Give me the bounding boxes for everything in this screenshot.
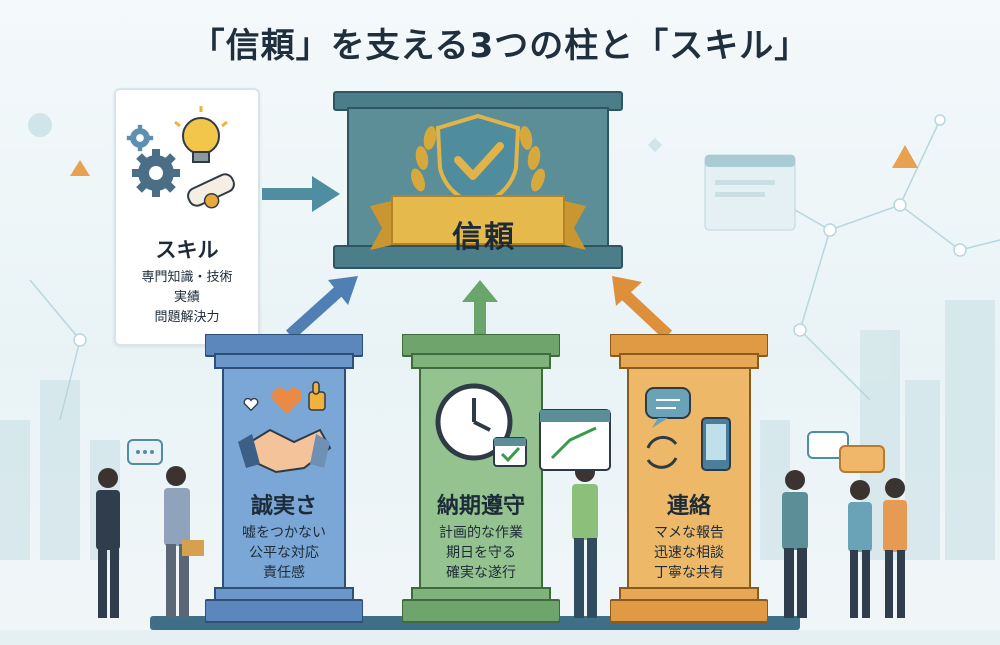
skill-card: スキル 専門知識・技術 実績 問題解決力 <box>114 88 260 346</box>
pillar-deadline <box>402 334 560 623</box>
pillar-honesty <box>205 334 363 623</box>
person-right-3 <box>883 478 907 618</box>
smartphone-icon <box>701 417 731 471</box>
pillar-communication-item-1: マメな報告 <box>654 525 724 541</box>
pillar-communication-item-3: 丁寧な共有 <box>654 565 724 581</box>
trust-monument <box>333 91 623 269</box>
gear-icon <box>132 149 180 197</box>
trust-banner <box>370 195 586 250</box>
arrow-skill-to-trust <box>262 176 340 212</box>
pillar-deadline-item-1: 計画的な作業 <box>439 525 523 541</box>
handshake-icon <box>238 428 332 474</box>
calendar-check-icon <box>493 437 527 467</box>
chat-bubble-icon <box>645 387 691 428</box>
heart-icon <box>271 387 303 414</box>
arrow-pillar2-to-trust <box>462 280 498 336</box>
clock-icon <box>435 383 513 461</box>
chat-bubble-icon <box>127 439 163 465</box>
lightbulb-icon <box>174 106 228 163</box>
trust-label: 信頼 <box>452 220 516 255</box>
person-left-2 <box>164 466 204 618</box>
pillar-deadline-title: 納期遵守 <box>436 494 525 519</box>
skill-item-2: 実績 <box>173 290 200 305</box>
skill-icons <box>126 106 235 209</box>
skill-item-1: 専門知識・技術 <box>141 270 233 285</box>
pillar-communication-item-2: 迅速な相談 <box>654 545 724 561</box>
laurel-icon <box>411 126 545 192</box>
gear-icon <box>126 124 154 152</box>
arrow-pillar1-to-trust <box>285 276 358 340</box>
thumbs-up-icon <box>308 381 326 411</box>
sync-arrows-icon <box>646 435 678 469</box>
pillar-communication-title: 連絡 <box>666 494 711 519</box>
pillar-communication <box>610 334 768 623</box>
person-right-1 <box>782 470 808 618</box>
person-right-2 <box>848 480 872 618</box>
chat-bubble-icon <box>807 431 885 473</box>
calendar-icon <box>539 409 611 471</box>
person-left-1 <box>96 468 120 618</box>
pillar-honesty-title: 誠実さ <box>250 494 317 519</box>
pillar-honesty-item-1: 嘘をつかない <box>242 525 326 541</box>
heart-icon <box>243 397 259 412</box>
skill-title: スキル <box>155 238 219 262</box>
pillar-deadline-item-3: 確実な遂行 <box>446 565 516 581</box>
skill-item-3: 問題解決力 <box>154 310 220 325</box>
pillar-honesty-item-2: 公平な対応 <box>249 545 319 561</box>
person-planner <box>572 462 598 618</box>
pillar-honesty-item-3: 責任感 <box>263 565 305 581</box>
arrow-pillar3-to-trust <box>612 276 673 340</box>
pillar-deadline-item-2: 期日を守る <box>446 545 516 561</box>
diploma-icon <box>187 173 235 209</box>
page-title: 「信頼」を支える3つの柱と「スキル」 <box>190 26 810 66</box>
